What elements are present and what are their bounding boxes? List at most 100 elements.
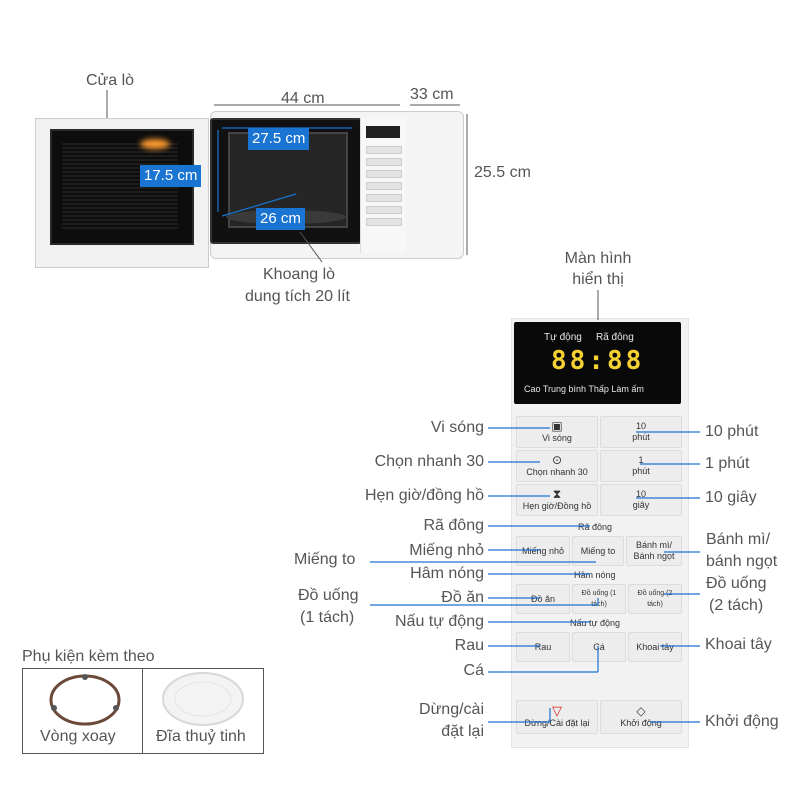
plate-ridge	[174, 681, 232, 717]
display-power-levels: Cao Trung bình Thấp Làm ấm	[524, 384, 644, 394]
start-icon: ◇	[636, 704, 646, 718]
stop-icon: ▽	[552, 703, 562, 718]
accessory-ring-label: Vòng xoay	[40, 728, 116, 745]
callout-bread-line1: Bánh mì/	[706, 531, 771, 548]
ring-shape	[49, 674, 121, 726]
ten-seconds-top: 10	[635, 489, 646, 499]
mini-button	[366, 170, 402, 178]
microwave-wave-icon: ▣	[551, 419, 563, 433]
callout-quick30: Chọn nhanh 30	[374, 453, 484, 470]
door-reflection	[140, 139, 170, 149]
cavity-caption-line2: dung tích 20 lít	[245, 288, 350, 305]
lcd-display: Tự động Rã đông 88:88 Cao Trung bình Thấ…	[514, 322, 681, 404]
callout-bread-line2: bánh ngọt	[706, 553, 778, 570]
cavity-leader	[299, 231, 323, 263]
callout-one-minute: 1 phút	[705, 455, 750, 472]
accessories-title: Phụ kiện kèm theo	[22, 648, 155, 665]
drink-one-cup-button[interactable]: Đồ uống (1 tách)	[572, 584, 626, 614]
callout-fish: Cá	[463, 662, 484, 679]
stop-reset-button-label: Dừng/Cài đặt lại	[524, 718, 590, 728]
callout-stop-line2: đặt lại	[441, 723, 484, 740]
quick30-button[interactable]: ⊙ Chọn nhanh 30	[516, 450, 598, 482]
display-defrost-label: Rã đông	[596, 332, 634, 343]
potato-button[interactable]: Khoai tây	[628, 632, 682, 662]
one-minute-button[interactable]: 1 phút	[600, 450, 682, 482]
callout-timer: Hẹn giờ/đồng hồ	[364, 487, 484, 504]
timer-clock-button-label: Hẹn giờ/Đồng hồ	[522, 501, 592, 511]
callout-stop-line1: Dừng/cài	[419, 701, 484, 718]
ten-seconds-bottom: giây	[632, 500, 650, 510]
callout-microwave: Vi sóng	[430, 419, 484, 436]
ten-minutes-bottom: phút	[632, 432, 650, 442]
callout-large-piece: Miếng to	[294, 551, 356, 568]
callout-drink1-line1: Đồ uống	[298, 587, 359, 604]
ring-wheel	[51, 705, 57, 711]
drink-two-cups-label: Đồ uống (2 tách)	[637, 590, 673, 608]
cavity-height-label: 17.5 cm	[140, 165, 202, 187]
potato-button-label: Khoai tây	[636, 641, 674, 652]
mini-button	[366, 206, 402, 214]
microwave-button[interactable]: ▣ Vi sóng	[516, 416, 598, 448]
drink-one-cup-label: Đồ uống (1 tách)	[581, 590, 617, 608]
one-minute-top: 1	[638, 455, 644, 465]
callout-food: Đồ ăn	[441, 589, 484, 606]
quick30-button-label: Chọn nhanh 30	[526, 467, 588, 477]
one-minute-bottom: phút	[632, 466, 650, 476]
microwave-control-strip	[360, 118, 406, 253]
timer-clock-button[interactable]: ⧗ Hẹn giờ/Đồng hồ	[516, 484, 598, 516]
mini-button	[366, 194, 402, 202]
callout-drink2-line2: (2 tách)	[709, 597, 764, 614]
start-button-label: Khởi động	[620, 718, 662, 728]
stop-reset-button[interactable]: ▽ Dừng/Cài đặt lại	[516, 700, 598, 734]
callout-ten-minutes: 10 phút	[705, 423, 759, 440]
food-button[interactable]: Đồ ăn	[516, 584, 570, 614]
callout-drink1-line2: (1 tách)	[300, 609, 355, 626]
door-window	[50, 129, 194, 245]
food-button-label: Đồ ăn	[530, 593, 556, 604]
accessories-box	[22, 668, 264, 754]
width-label: 44 cm	[281, 90, 325, 107]
display-caption-line1: Màn hình	[564, 250, 632, 267]
defrost-section-title: Rã đông	[578, 522, 613, 532]
cavity-depth-arrow	[221, 193, 297, 217]
start-button[interactable]: ◇ Khởi động	[600, 700, 682, 734]
mini-button	[366, 146, 402, 154]
ten-seconds-button[interactable]: 10 giây	[600, 484, 682, 516]
accessory-plate-label: Đĩa thuỷ tinh	[156, 728, 246, 745]
large-piece-button-label: Miếng to	[580, 545, 616, 556]
cavity-depth-label: 26 cm	[256, 208, 305, 230]
turntable-ring-image	[49, 674, 121, 726]
depth-label: 33 cm	[410, 86, 454, 103]
fish-button-label: Cá	[593, 641, 605, 652]
plate-shape	[162, 672, 244, 726]
bread-cake-button[interactable]: Bánh mì/ Bánh ngọt	[626, 536, 682, 566]
bread-cake-line1: Bánh mì/	[635, 540, 673, 550]
accessories-divider	[142, 668, 143, 754]
mini-button	[366, 218, 402, 226]
bread-cake-line2: Bánh ngọt	[633, 551, 675, 561]
reheat-section-title: Hâm nóng	[574, 570, 616, 580]
ring-wheel	[113, 705, 119, 711]
callout-defrost: Rã đông	[423, 517, 485, 534]
drink-two-cups-button[interactable]: Đồ uống (2 tách)	[628, 584, 682, 614]
small-piece-button-label: Miếng nhỏ	[521, 545, 565, 556]
vegetable-button[interactable]: Rau	[516, 632, 570, 662]
mini-button	[366, 158, 402, 166]
small-piece-button[interactable]: Miếng nhỏ	[516, 536, 570, 566]
display-digits: 88:88	[551, 346, 645, 376]
ring-wheel	[82, 674, 88, 680]
display-auto-label: Tự động	[544, 332, 582, 343]
ten-minutes-top: 10	[635, 421, 646, 431]
cavity-caption-line1: Khoang lò	[263, 266, 336, 283]
callout-veg: Rau	[454, 637, 484, 654]
mini-button	[366, 182, 402, 190]
fish-button[interactable]: Cá	[572, 632, 626, 662]
vegetable-button-label: Rau	[534, 641, 552, 652]
callout-start: Khởi động	[705, 713, 779, 730]
autocook-section-title: Nấu tự động	[570, 618, 621, 628]
large-piece-button[interactable]: Miếng to	[572, 536, 624, 566]
quick30-icon: ⊙	[551, 453, 563, 467]
cavity-width-label: 27.5 cm	[248, 128, 310, 150]
hourglass-icon: ⧗	[552, 487, 562, 501]
